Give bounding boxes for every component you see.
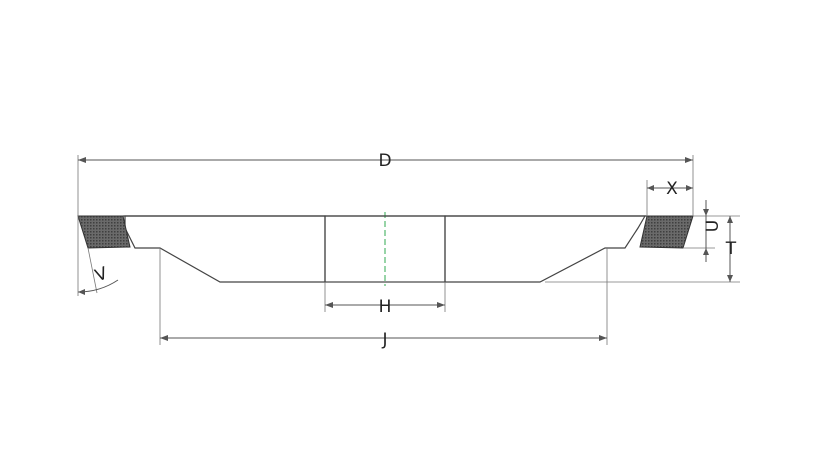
x-arrow-right: [686, 185, 693, 191]
u-arrow-top: [703, 209, 709, 216]
t-arrow-top: [727, 216, 733, 223]
d-arrow-left: [78, 157, 86, 163]
j-arrow-right: [599, 335, 607, 341]
j-arrow-left: [160, 335, 168, 341]
u-arrow-bottom: [703, 248, 709, 255]
abrasive-rim-right: [639, 215, 694, 249]
wheel-body-right: [444, 215, 647, 283]
label-h: H: [379, 297, 392, 317]
label-d: D: [378, 151, 391, 171]
abrasive-rim-left: [77, 215, 131, 249]
x-arrow-left: [647, 185, 654, 191]
label-u: U: [703, 220, 723, 232]
wheel-body-left: [124, 215, 326, 283]
h-arrow-right: [437, 302, 445, 308]
h-arrow-left: [325, 302, 333, 308]
v-arrow-left: [78, 289, 85, 295]
v-extension-angled: [87, 247, 98, 294]
label-t: T: [725, 239, 737, 259]
d-arrow-right: [685, 157, 693, 163]
label-x: X: [666, 179, 678, 199]
t-arrow-bottom: [727, 275, 733, 282]
label-j: J: [381, 330, 387, 350]
